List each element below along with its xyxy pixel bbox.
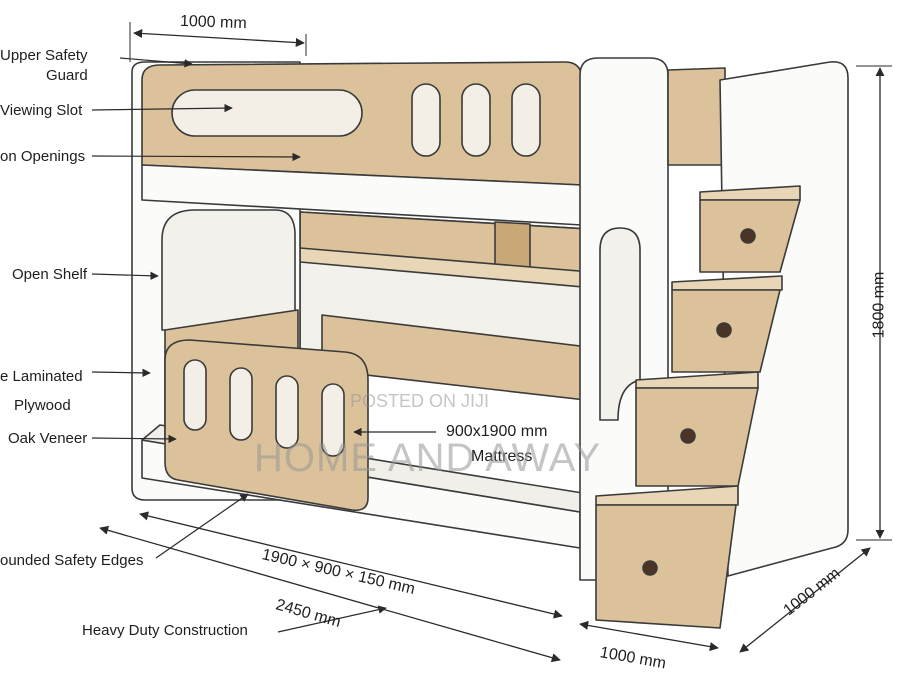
label-oak-veneer: Oak Veneer: [8, 430, 88, 447]
dim-top-width: 1000 mm: [179, 12, 247, 33]
dim-top-width-line: [133, 28, 305, 48]
lower-slot: [229, 367, 253, 441]
dim-stair-width-line: [579, 620, 719, 652]
right-end-handhold: [599, 227, 641, 421]
drawer-knob: [642, 560, 658, 576]
watermark-brand: HOME AND AWAY: [254, 436, 602, 480]
ventilation-opening: [461, 83, 491, 157]
leader-open-shelf: [91, 271, 159, 280]
label-open-shelf: Open Shelf: [12, 266, 88, 283]
left-end-opening: [161, 209, 296, 331]
label-upper-safety-guard-1: Upper Safety: [0, 47, 88, 64]
label-mattress-2: Mattress: [471, 448, 533, 465]
drawer-knob: [716, 322, 732, 338]
lower-slot: [321, 383, 345, 457]
lower-slot: [275, 375, 299, 449]
leader-oak-veneer: [91, 434, 177, 444]
leader-upper-safety-guard: [119, 57, 193, 68]
bunk-bed-illustration: [131, 57, 849, 629]
dim-height: 1800 mm: [870, 271, 888, 339]
leader-viewing-slot: [91, 103, 233, 113]
lower-slot: [183, 359, 207, 431]
rear-upper-guard: [667, 67, 726, 166]
ventilation-opening: [411, 83, 441, 157]
dim-depth-line: [739, 547, 871, 653]
label-viewing-slot: Viewing Slot: [0, 102, 83, 119]
label-ventilation-openings: on Openings: [0, 148, 86, 165]
label-upper-safety-guard-2: Guard: [46, 67, 88, 84]
ventilation-opening: [511, 83, 541, 157]
dim-length-line: [99, 525, 561, 663]
drawer-knob: [740, 228, 756, 244]
label-mattress-1: 900x1900 mm: [446, 423, 548, 440]
watermark-posted: POSTED ON JIJI: [350, 391, 490, 411]
drawer-knob: [680, 428, 696, 444]
viewing-slot: [171, 89, 363, 137]
label-rounded-edges: ounded Safety Edges: [0, 552, 144, 569]
label-laminated-1: e Laminated: [0, 368, 83, 385]
lower-safety-guard: [164, 339, 369, 512]
label-laminated-2: Plywood: [14, 397, 71, 414]
leader-ventilation-openings: [91, 152, 301, 162]
label-heavy-duty: Heavy Duty Construction: [82, 622, 248, 639]
leader-laminated-plywood: [91, 368, 151, 378]
